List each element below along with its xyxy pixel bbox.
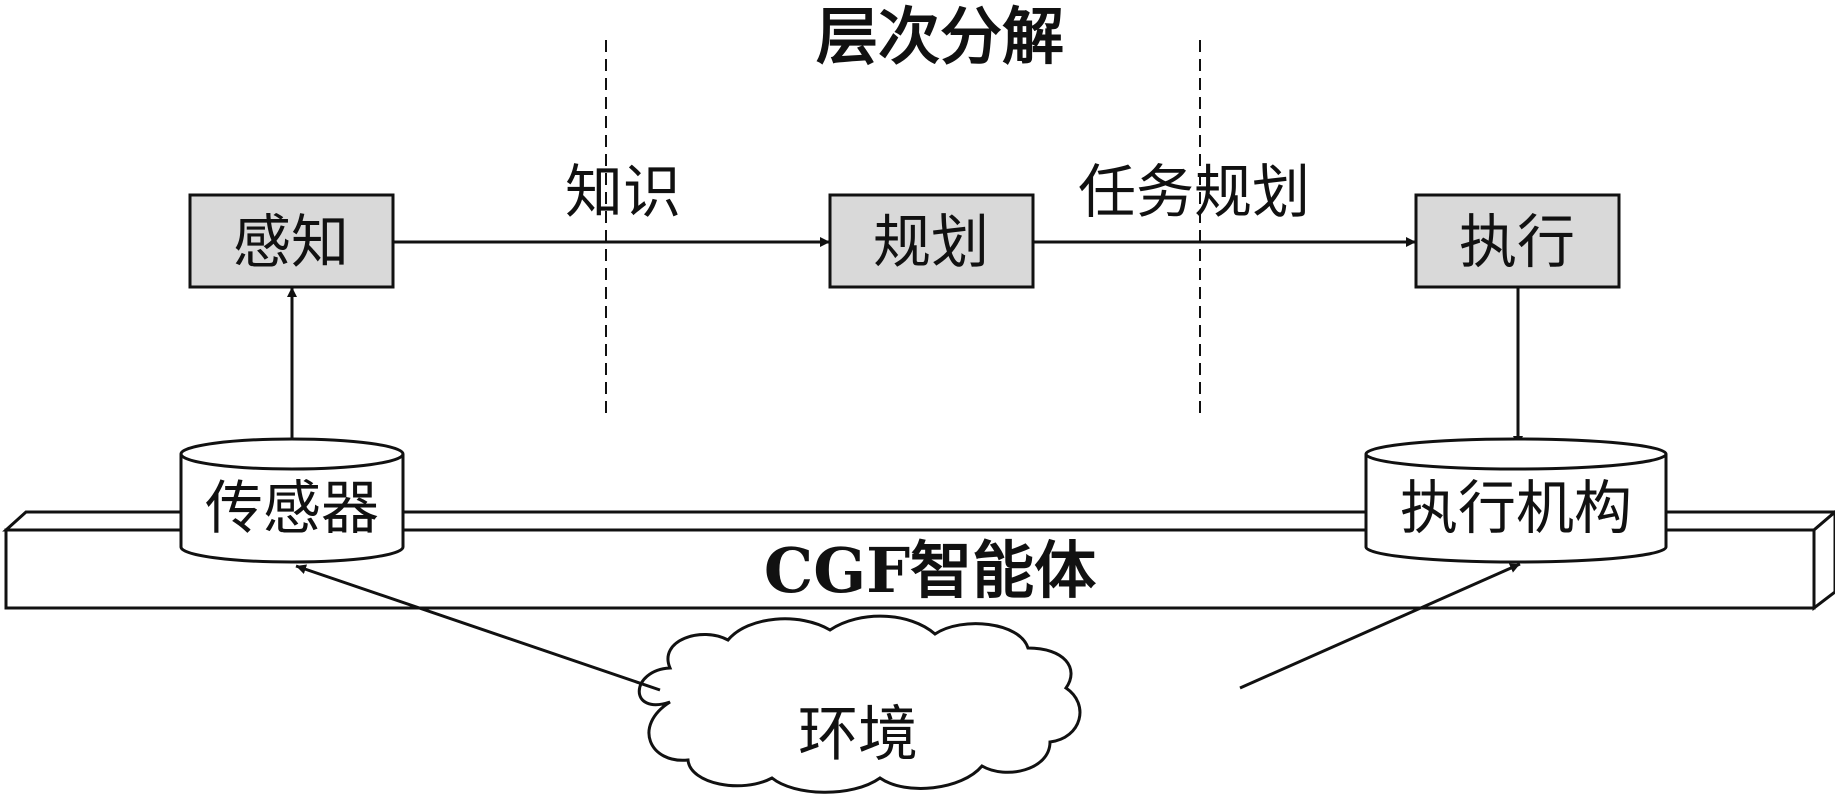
node-planning-label: 规划 — [873, 208, 989, 276]
node-planning: 规划 — [828, 193, 1035, 289]
node-sensor-label: 传感器 — [205, 474, 379, 542]
arrow-environment-to-sensor — [295, 564, 661, 692]
arrow-environment-to-actuator — [1239, 562, 1521, 690]
node-environment-label: 环境 — [798, 700, 918, 770]
node-execution: 执行 — [1414, 193, 1621, 289]
edge-label-knowledge: 知识 — [565, 158, 681, 226]
node-actuator: 执行机构 — [1364, 437, 1668, 564]
node-actuator-label: 执行机构 — [1400, 474, 1632, 542]
agent-label: CGF智能体 — [764, 534, 1096, 607]
node-sensor: 传感器 — [179, 437, 405, 564]
diagram-title: 层次分解 — [816, 0, 1064, 73]
edge-label-task-planning: 任务规划 — [1078, 158, 1310, 226]
node-perception: 感知 — [188, 193, 395, 289]
node-environment: 环境 — [637, 614, 1082, 794]
node-perception-label: 感知 — [233, 208, 349, 276]
node-execution-label: 执行 — [1459, 208, 1575, 276]
